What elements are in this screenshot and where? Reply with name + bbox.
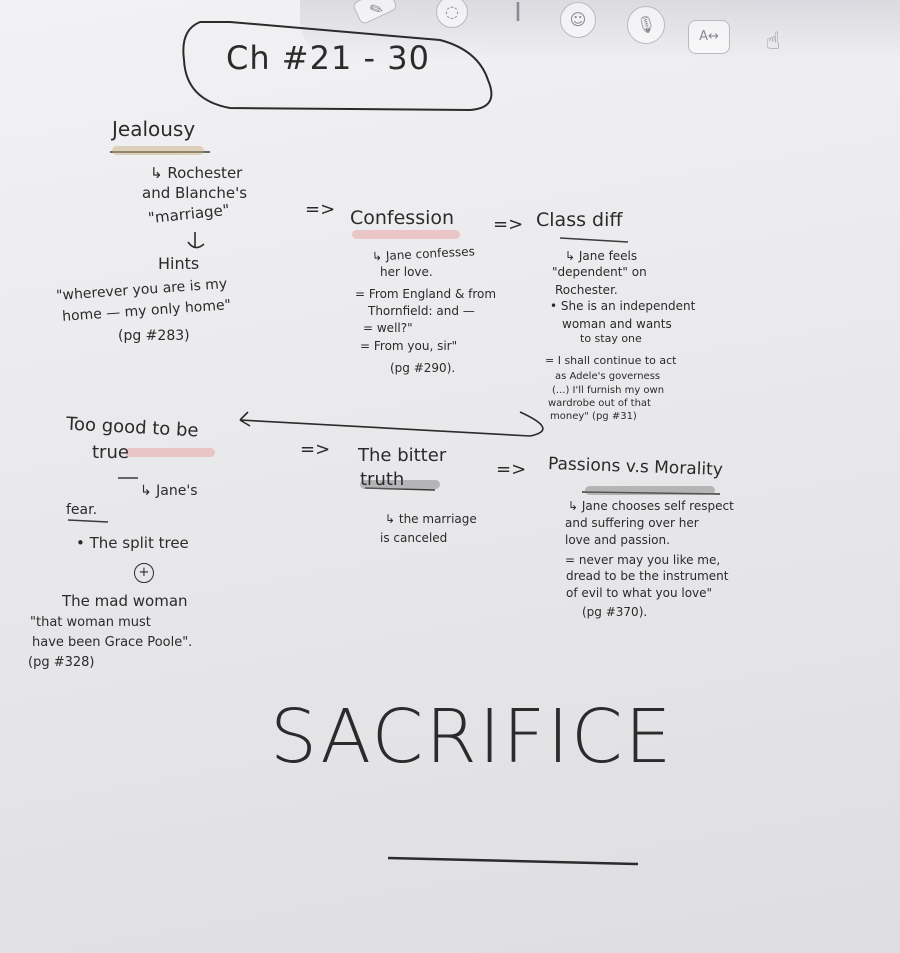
passions-line-1: ↳ Jane chooses self respect: [568, 499, 734, 513]
hints-label: Hints: [158, 254, 200, 273]
microphone-icon[interactable]: 🎙: [627, 6, 665, 44]
class-diff-line-5: woman and wants: [562, 317, 672, 331]
emoji-icon[interactable]: ☺: [560, 2, 596, 38]
jealousy-sub-2: and Blanche's: [142, 184, 248, 202]
class-diff-quote-2: as Adele's governess: [555, 371, 661, 382]
bitter-truth-line-1: ↳ the marriage: [385, 512, 477, 526]
bitter-truth-line-2: is canceled: [380, 531, 448, 545]
class-diff-line-6: to stay one: [580, 332, 642, 345]
class-diff-quote-3: (...) I'll furnish my own: [552, 385, 665, 396]
too-good-sub-1: ↳ Jane's: [140, 483, 198, 499]
too-good-sub-2: fear.: [66, 502, 98, 518]
page-title: Ch #21 - 30: [226, 39, 430, 77]
mad-woman-quote-1: "that woman must: [30, 615, 151, 630]
confession-line-6: = From you, sir": [360, 339, 458, 353]
down-arrow: [187, 232, 205, 249]
translate-icon[interactable]: A↔: [688, 20, 730, 54]
class-diff-quote-4: wardrobe out of that: [548, 398, 651, 409]
app-toolbar: [300, 0, 900, 60]
class-diff-line-4: • She is an independent: [550, 299, 696, 313]
title-box: [182, 21, 493, 112]
arrow-2: =>: [493, 214, 524, 235]
arrow-4: =>: [496, 459, 527, 480]
class-diff-quote-1: = I shall continue to act: [545, 354, 677, 367]
lasso-icon[interactable]: ◌: [436, 0, 468, 28]
sacrifice-underline: [387, 856, 639, 866]
passions-quote-3: of evil to what you love": [566, 586, 713, 600]
class-diff-line-2: "dependent" on: [552, 265, 647, 279]
fear-underline: [67, 519, 109, 523]
mad-woman-label: The mad woman: [62, 592, 188, 610]
confession-line-7: (pg #290).: [390, 361, 456, 375]
theme-word: SACRIFICE: [270, 694, 674, 780]
jealousy-heading: Jealousy: [112, 117, 196, 141]
class-diff-line-3: Rochester.: [555, 283, 618, 297]
class-diff-quote-5: money" (pg #31): [550, 411, 637, 422]
confession-line-3: = From England & from: [355, 287, 497, 301]
confession-line-4: Thornfield: and —: [368, 304, 475, 318]
hand-icon[interactable]: ☝: [765, 27, 781, 55]
arrow-3: =>: [300, 439, 331, 460]
confession-line-2: her love.: [380, 265, 433, 279]
confession-heading: Confession: [350, 207, 455, 229]
bitter-truth-heading-1: The bitter: [358, 445, 447, 466]
passions-quote-4: (pg #370).: [582, 605, 648, 619]
passions-line-2: and suffering over her: [565, 516, 699, 530]
passions-line-3: love and passion.: [565, 533, 670, 547]
split-tree-bullet: • The split tree: [76, 534, 189, 552]
mad-woman-quote-3: (pg #328): [28, 655, 95, 670]
confession-line-5: = well?": [363, 321, 413, 335]
hints-quote-3: (pg #283): [118, 328, 190, 344]
mad-woman-quote-2: have been Grace Poole".: [32, 635, 193, 650]
bitter-truth-heading-2: truth: [360, 469, 405, 490]
class-diff-heading: Class diff: [536, 209, 623, 231]
jealousy-sub-1: ↳ Rochester: [150, 164, 243, 182]
too-good-heading-2: true: [92, 442, 129, 463]
text-cursor-icon[interactable]: I: [514, 0, 522, 28]
class-diff-line-1: ↳ Jane feels: [565, 249, 638, 263]
plus-circle-icon: +: [134, 563, 154, 583]
passions-quote-1: = never may you like me,: [565, 553, 721, 567]
passions-quote-2: dread to be the instrument: [566, 569, 729, 583]
loop-back-arrow: [239, 411, 544, 437]
arrow-1: =>: [305, 199, 336, 220]
